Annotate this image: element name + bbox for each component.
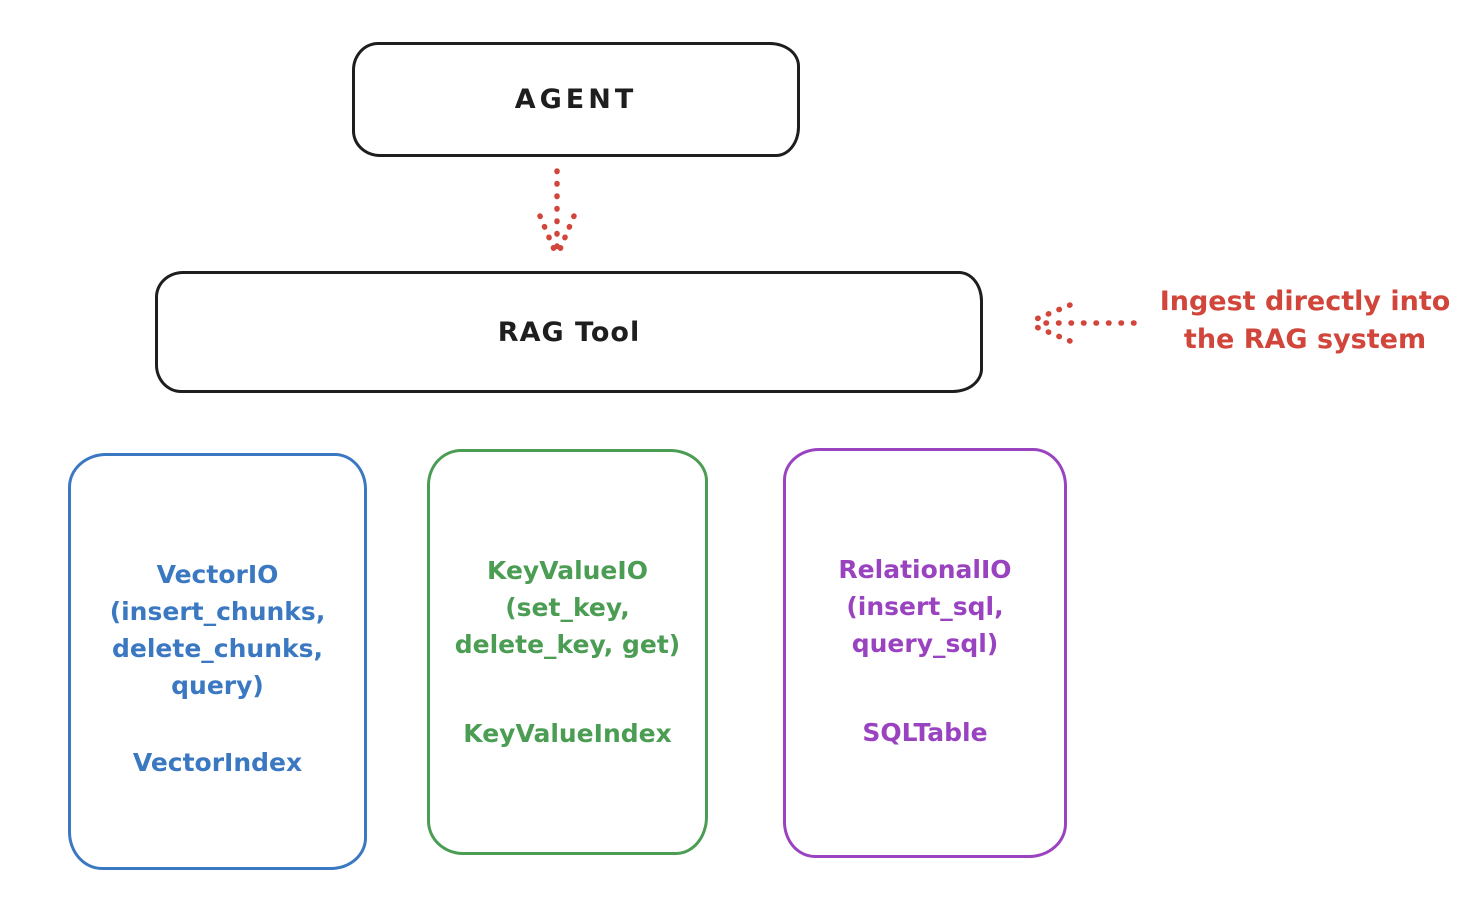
rag-tool-box-label: RAG Tool — [497, 316, 641, 348]
vector-io-param: (insert_chunks, — [109, 597, 326, 626]
keyvalue-io-param: delete_key, get) — [454, 630, 681, 659]
vector-io-param: delete_chunks, — [112, 634, 323, 663]
keyvalue-io-title: KeyValueIO — [487, 556, 648, 585]
agent-box-label: AGENT — [514, 84, 638, 115]
sql-table-label: SQLTable — [862, 718, 988, 747]
vector-io-box: VectorIO (insert_chunks, delete_chunks, … — [68, 453, 367, 870]
ingest-annotation-line1: Ingest directly into — [1159, 286, 1451, 317]
keyvalue-io-text: KeyValueIO (set_key, delete_key, get) Ke… — [430, 552, 705, 752]
vector-io-text: VectorIO (insert_chunks, delete_chunks, … — [71, 556, 364, 781]
ingest-annotation-line2: the RAG system — [1183, 324, 1427, 355]
keyvalue-io-box: KeyValueIO (set_key, delete_key, get) Ke… — [427, 449, 708, 855]
rag-tool-box: RAG Tool — [155, 271, 983, 393]
vector-io-param: query) — [171, 671, 264, 700]
relational-io-title: RelationalIO — [838, 555, 1012, 584]
vector-io-title: VectorIO — [156, 560, 279, 589]
relational-io-text: RelationalIO (insert_sql, query_sql) SQL… — [786, 551, 1064, 751]
keyvalue-index-label: KeyValueIndex — [463, 719, 672, 748]
relational-io-box: RelationalIO (insert_sql, query_sql) SQL… — [783, 448, 1067, 858]
relational-io-param: query_sql) — [851, 629, 999, 658]
relational-io-param: (insert_sql, — [846, 592, 1004, 621]
agent-to-ragtool-arrow — [537, 168, 577, 257]
ingest-annotation: Ingest directly into the RAG system — [1140, 283, 1470, 359]
vector-index-label: VectorIndex — [132, 748, 303, 777]
ingest-arrow — [1026, 302, 1137, 344]
agent-box: AGENT — [352, 42, 800, 157]
keyvalue-io-param: (set_key, — [505, 593, 630, 622]
